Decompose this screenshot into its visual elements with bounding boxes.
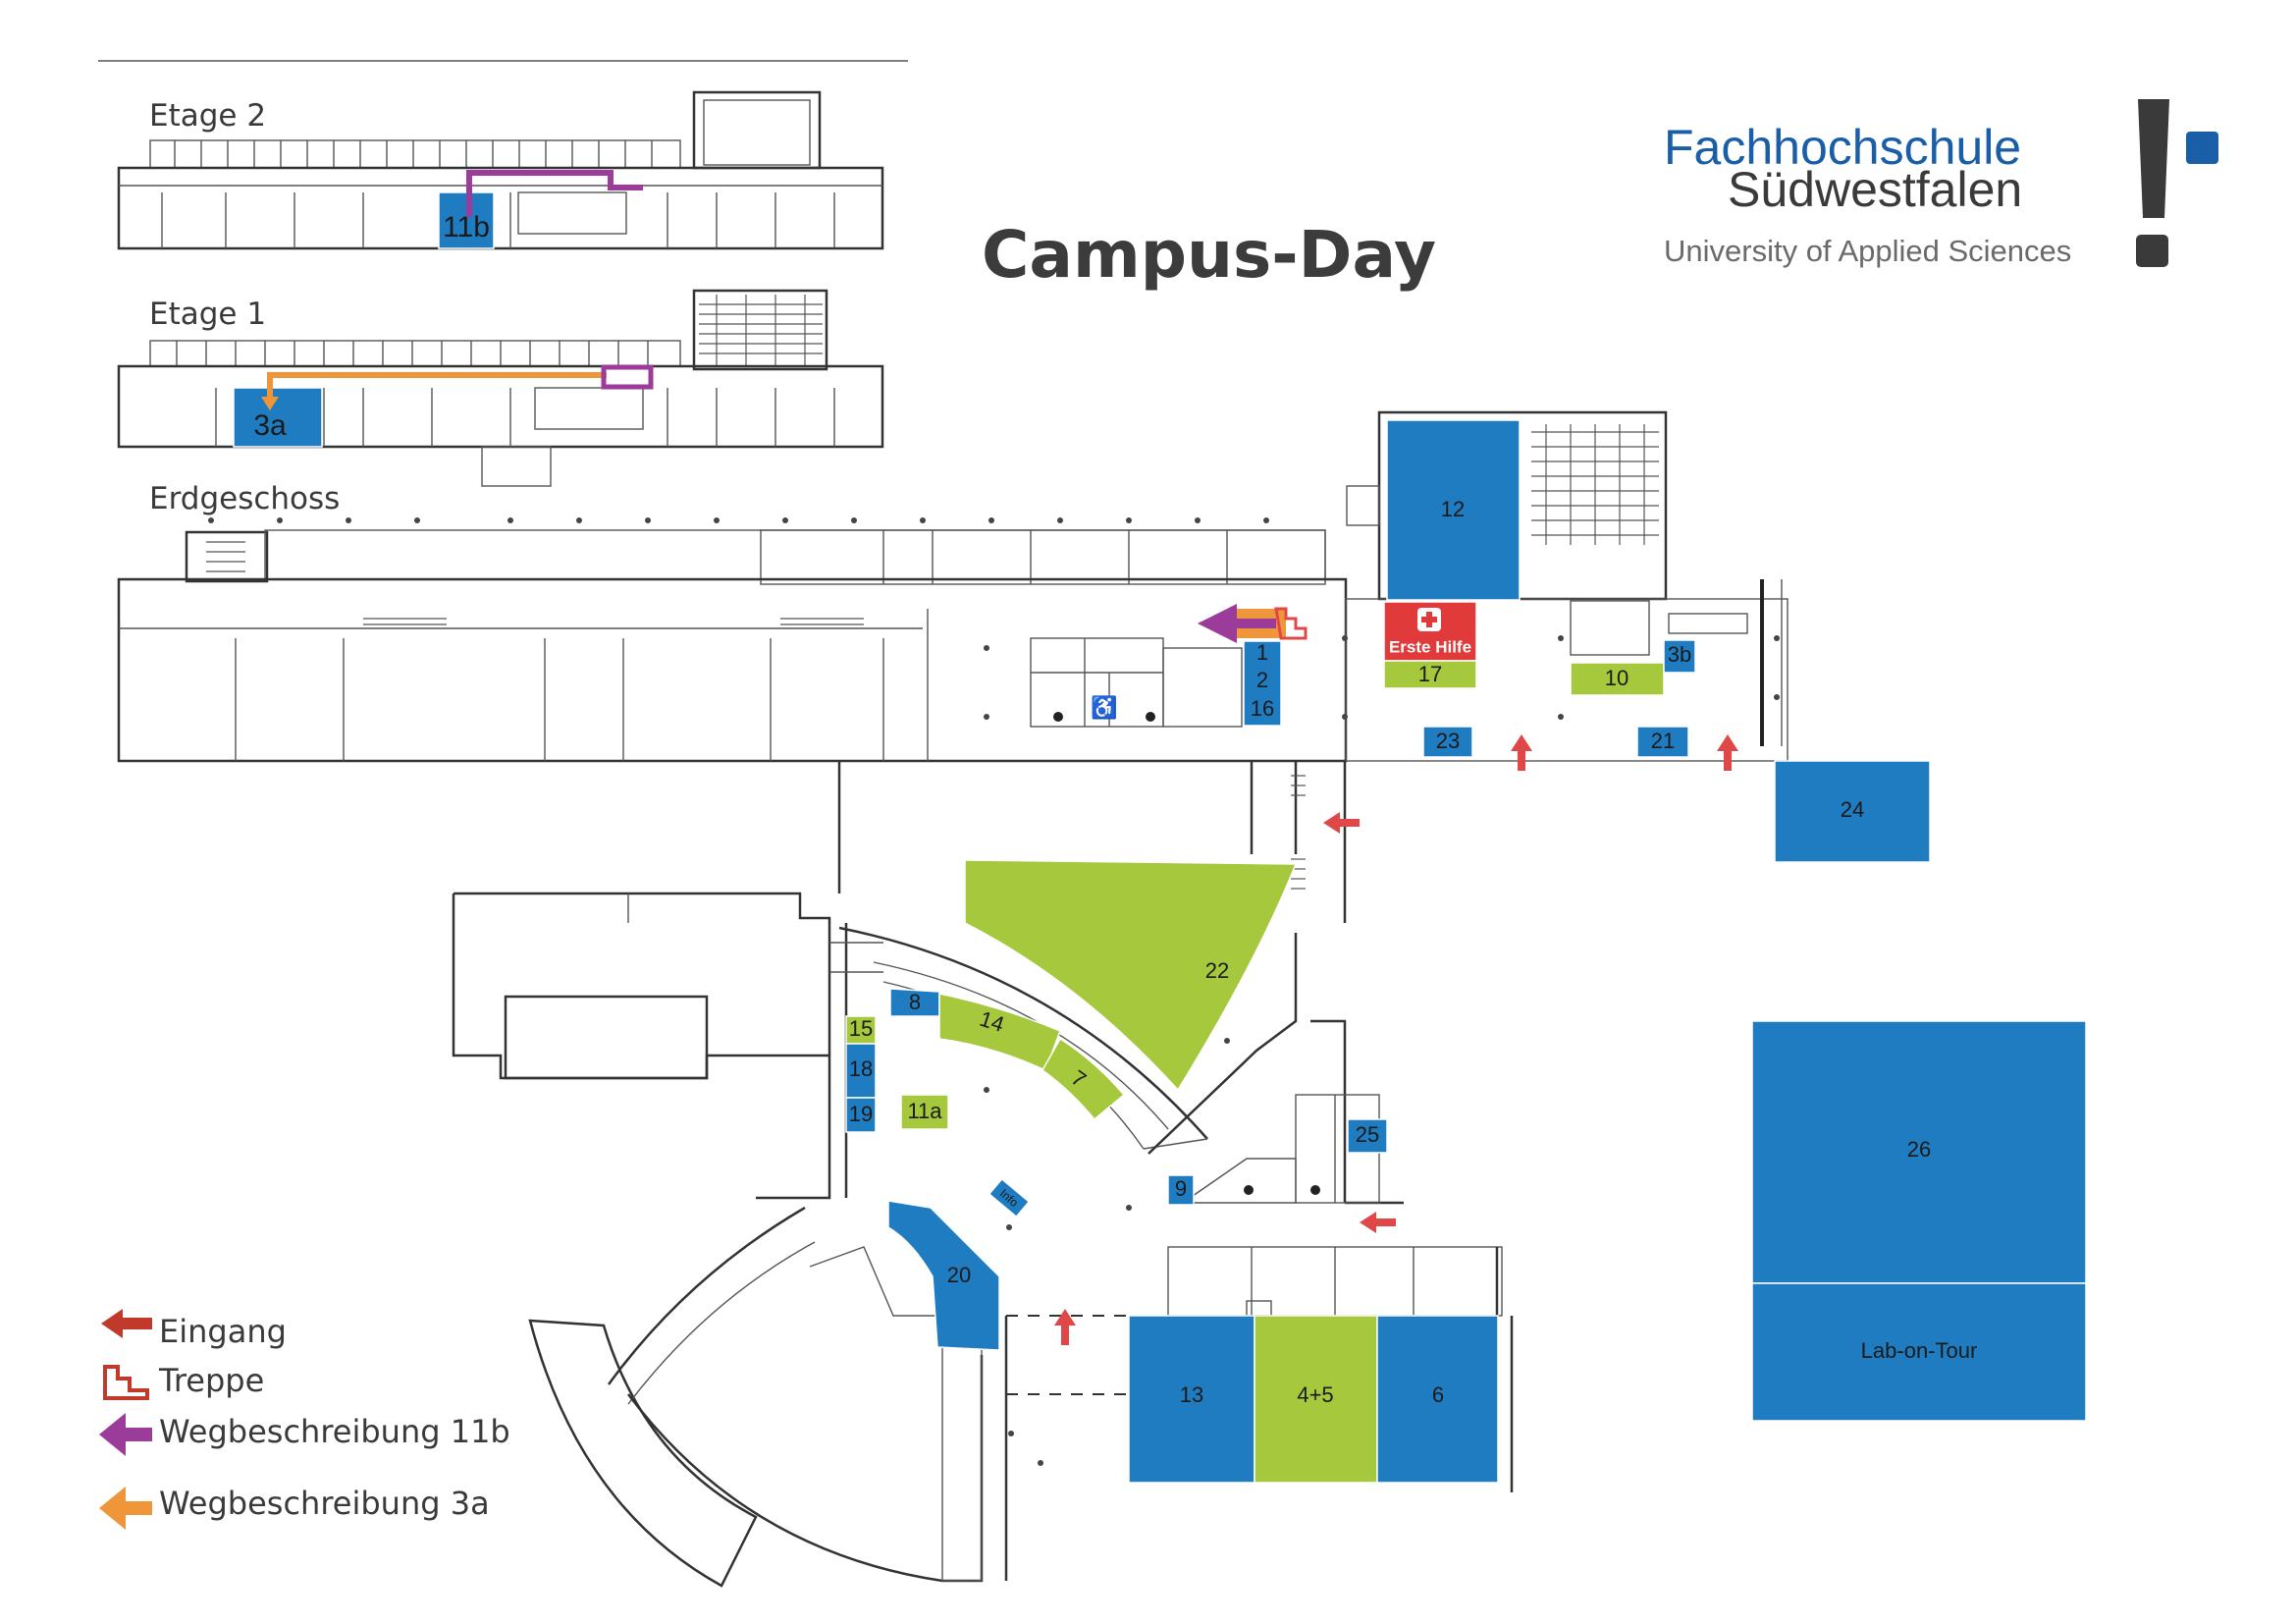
room-18[interactable] [845,1043,877,1099]
route-3a-line [267,372,607,403]
room-20-label: 20 [947,1263,971,1287]
room-22-label: 22 [1205,958,1229,983]
floorplan-etage1: 3a [117,289,884,487]
toilet-person-icon-2 [1146,712,1155,722]
floor-title-etage1: Etage 1 [149,297,266,332]
entrance-arrow-icon-1 [1511,734,1532,771]
room-24[interactable] [1774,760,1931,863]
route-11b-stair-marker [601,364,654,390]
room-3b-label: 3b [1668,642,1691,667]
room-16-label: 16 [1251,696,1274,721]
room-17[interactable] [1383,660,1477,689]
stairs-marker-icon [1274,607,1308,640]
legend-route-11b-arrow-icon [99,1413,152,1456]
room-6[interactable] [1376,1315,1499,1484]
room-1-label: 1 [1256,640,1268,665]
logo-line-2: Südwestfalen [1728,162,2022,217]
floor-title-erdgeschoss: Erdgeschoss [149,481,340,516]
first-aid-plus-icon [1421,612,1437,627]
room-21[interactable] [1636,726,1689,758]
first-aid-label: Erste Hilfe [1389,637,1471,656]
route-3a-arrowhead-icon [261,397,279,410]
room-7[interactable] [1041,1037,1126,1121]
room-12-label: 12 [1441,497,1465,521]
logo-exclamation-dot-icon [2136,235,2168,267]
room-23[interactable] [1422,726,1473,758]
room-9-label: 9 [1175,1176,1187,1201]
room-18-label: 18 [849,1056,873,1081]
logo-line-3: University of Applied Sciences [1664,234,2071,268]
entrance-arrow-icon-2 [1717,734,1738,771]
legend-eingang-label: Eingang [159,1313,287,1350]
room-markers: 12 1 2 16 Erste Hilfe 17 10 3b 23 21 24 … [845,419,2087,1484]
room-15-label: 15 [849,1016,873,1041]
legend-treppe-icon [103,1365,149,1400]
room-20[interactable] [887,1200,1000,1351]
route-11b-line [466,170,643,217]
accessible-icon: ♿ [1091,695,1117,720]
lab-on-tour[interactable] [1751,1282,2087,1422]
entrance-arrow-icon-5 [1054,1309,1076,1345]
room-19[interactable] [845,1097,877,1133]
room-23-label: 23 [1436,729,1460,753]
room-21-label: 21 [1651,729,1675,753]
room-4-5[interactable] [1254,1315,1378,1484]
room-3b[interactable] [1663,639,1696,674]
toilet-person-icon-3 [1244,1185,1254,1195]
floorplan-etage2: 11b [117,90,884,250]
room-19-label: 19 [849,1102,873,1126]
room-24-label: 24 [1841,797,1864,822]
room-6-label: 6 [1432,1382,1444,1407]
floorplan-erdgeschoss: ♿ [117,410,1789,1588]
room-12[interactable] [1386,419,1521,601]
room-17-label: 17 [1418,662,1442,686]
room-25-label: 25 [1356,1122,1379,1147]
logo-exclamation-bar-icon [2138,99,2169,218]
logo-line-1: Fachhochschule [1664,120,2021,175]
entrance-arrow-icon-3 [1323,812,1360,834]
room-22[interactable] [964,859,1298,1092]
room-3a-label: 3a [253,409,287,442]
room-1-2-16[interactable] [1243,640,1282,727]
university-logo: Fachhochschule Südwestfalen University o… [1664,99,2218,268]
page-title: Campus-Day [982,217,1436,293]
logo-blue-square-icon [2186,132,2218,164]
entrance-arrow-icon-4 [1360,1212,1396,1233]
room-26-label: 26 [1907,1137,1931,1162]
room-13-label: 13 [1180,1382,1203,1407]
legend-eingang-arrow-icon [101,1309,152,1338]
room-10-label: 10 [1605,666,1629,690]
floor-title-etage2: Etage 2 [149,98,266,134]
legend: Eingang Treppe Wegbeschreibung 11b Wegbe… [99,1309,510,1530]
room-25[interactable] [1347,1118,1388,1154]
room-9[interactable] [1167,1174,1195,1206]
room-8-label: 8 [909,990,921,1014]
room-4-5-label: 4+5 [1297,1382,1333,1407]
room-13[interactable] [1128,1315,1255,1484]
entrance-arrows [1054,734,1738,1345]
legend-route-3a-arrow-icon [99,1487,152,1530]
room-11a[interactable] [900,1094,949,1130]
legend-treppe-label: Treppe [158,1362,264,1399]
room-11a-label: 11a [907,1099,942,1123]
toilet-person-icon [1053,712,1063,722]
room-10[interactable] [1570,662,1665,696]
toilet-person-icon-4 [1310,1185,1320,1195]
route-11b-ground-arrow-icon [1198,604,1276,643]
legend-route-3a-label: Wegbeschreibung 3a [159,1485,490,1522]
legend-route-11b-label: Wegbeschreibung 11b [159,1413,510,1450]
info-desk[interactable]: Info [988,1177,1031,1218]
lab-on-tour-label: Lab-on-Tour [1861,1338,1978,1363]
room-2-label: 2 [1256,668,1268,692]
